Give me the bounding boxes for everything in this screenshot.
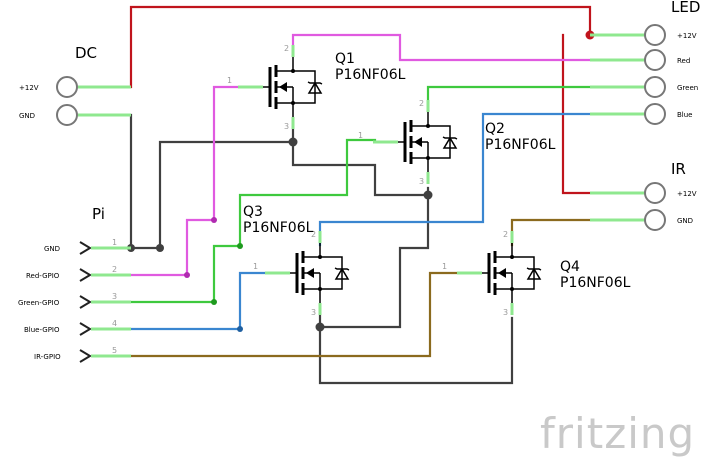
dc-header-title: DC bbox=[75, 44, 97, 62]
dc-pin-label-gnd: GND bbox=[19, 112, 35, 120]
pi-pin-arrow-2[interactable] bbox=[79, 268, 92, 282]
pi-pin-row: GND Red-GPIO Green-GPIO Blue-GPIO IR-GPI… bbox=[18, 245, 61, 361]
led-pin-label-12v: +12V bbox=[677, 32, 697, 40]
dc-pin-label-12v: +12V bbox=[19, 84, 39, 92]
wire-ir-gnd bbox=[510, 218, 657, 247]
wire-blue-led bbox=[318, 112, 657, 247]
pi-pin-arrow-3[interactable] bbox=[79, 295, 92, 309]
q4-source-pin-mark: 3 bbox=[503, 308, 508, 317]
pi-pin-arrow-4[interactable] bbox=[79, 322, 92, 336]
q3-ref-label: Q3 bbox=[243, 204, 263, 220]
junction-ground-q2 bbox=[423, 190, 433, 200]
q4-gate-pin-mark: 1 bbox=[442, 262, 447, 271]
led-connector: LED +12V Red Green Blue bbox=[590, 0, 700, 125]
led-pin-green-terminal[interactable] bbox=[644, 76, 666, 98]
q3-source-pin-mark: 3 bbox=[311, 308, 316, 317]
pi-pin-leads bbox=[91, 246, 131, 358]
q1-model-label: P16NF06L bbox=[335, 67, 406, 83]
wire-ground-q1 bbox=[291, 123, 430, 197]
transistor-q4[interactable]: 1 2 3 Q4 P16NF06L bbox=[442, 229, 631, 317]
q4-ref-label: Q4 bbox=[560, 259, 580, 275]
pi-pin-label-blue: Blue-GPIO bbox=[24, 326, 60, 334]
pi-pin-label-ir: IR-GPIO bbox=[34, 353, 61, 361]
junction-ground-pi-2 bbox=[156, 244, 164, 252]
led-pin-label-green: Green bbox=[677, 84, 698, 92]
junction-green bbox=[211, 299, 217, 305]
dc-connector: DC +12V GND bbox=[19, 44, 131, 126]
q1-source-pin-mark: 3 bbox=[284, 122, 289, 131]
q4-model-label: P16NF06L bbox=[560, 275, 631, 291]
pi-pin-arrow-1[interactable] bbox=[79, 241, 92, 255]
junction-red-2 bbox=[211, 217, 217, 223]
q2-drain-pin-mark: 2 bbox=[419, 99, 424, 108]
transistor-q1[interactable]: 1 2 3 Q1 P16NF06L bbox=[227, 43, 406, 131]
junction-green-2 bbox=[237, 243, 243, 249]
q4-drain-pin-mark: 2 bbox=[503, 230, 508, 239]
ir-connector: IR +12V GND bbox=[590, 160, 697, 231]
ir-header-title: IR bbox=[671, 160, 686, 178]
pi-pin-label-green: Green-GPIO bbox=[18, 299, 60, 307]
pi-pin-number-2: 2 bbox=[112, 265, 117, 274]
pi-pin-arrow-5[interactable] bbox=[79, 349, 92, 363]
pi-pin-label-red: Red-GPIO bbox=[26, 272, 60, 280]
junction-ground-q3 bbox=[315, 322, 325, 332]
transistor-q2[interactable]: 1 2 3 Q2 P16NF06L bbox=[358, 98, 556, 186]
pi-pin-label-gnd: GND bbox=[44, 245, 60, 253]
wires bbox=[102, 5, 657, 385]
led-pin-red-terminal[interactable] bbox=[644, 49, 666, 71]
wire-blue-gpio bbox=[102, 271, 270, 331]
wire-ir-gpio bbox=[102, 271, 462, 358]
wire-red-led bbox=[291, 33, 657, 62]
pi-pin-number-3: 3 bbox=[112, 292, 117, 301]
pi-connector: Pi GND Red-GPIO Green-GPIO Blue-GPIO IR-… bbox=[18, 205, 131, 363]
ir-pin-12v-terminal[interactable] bbox=[644, 182, 666, 204]
pi-pin-number-1: 1 bbox=[112, 238, 117, 247]
led-pin-blue-terminal[interactable] bbox=[644, 103, 666, 125]
fritzing-logo: fritzing bbox=[540, 409, 695, 458]
q1-drain-pin-mark: 2 bbox=[284, 44, 289, 53]
wire-ground-q3 bbox=[318, 313, 514, 385]
wire-power-12v bbox=[129, 5, 592, 89]
ir-pin-label-12v: +12V bbox=[677, 190, 697, 198]
junction-ground-q1 bbox=[288, 137, 298, 147]
q3-gate-pin-mark: 1 bbox=[253, 262, 258, 271]
pi-pin-arrows bbox=[79, 241, 92, 363]
led-pin-12v-terminal[interactable] bbox=[644, 24, 666, 46]
q2-source-pin-mark: 3 bbox=[419, 177, 424, 186]
q3-model-label: P16NF06L bbox=[243, 220, 314, 236]
q2-gate-pin-mark: 1 bbox=[358, 131, 363, 140]
dc-pin-12v-terminal[interactable] bbox=[56, 76, 78, 98]
ir-pin-label-gnd: GND bbox=[677, 217, 693, 225]
wire-ground-q2 bbox=[318, 186, 430, 329]
q2-model-label: P16NF06L bbox=[485, 137, 556, 153]
pi-pin-number-5: 5 bbox=[112, 346, 117, 355]
q2-ref-label: Q2 bbox=[485, 121, 505, 137]
led-header-title: LED bbox=[671, 0, 700, 16]
dc-pin-gnd-terminal[interactable] bbox=[56, 104, 78, 126]
led-pin-label-blue: Blue bbox=[677, 111, 693, 119]
junction-blue bbox=[237, 326, 243, 332]
led-pin-label-red: Red bbox=[677, 57, 690, 65]
pi-pin-number-4: 4 bbox=[112, 319, 117, 328]
ir-pin-gnd-terminal[interactable] bbox=[644, 209, 666, 231]
wire-red-gpio bbox=[102, 85, 245, 277]
transistor-q3[interactable]: 1 2 3 Q3 P16NF06L bbox=[243, 204, 351, 317]
q1-ref-label: Q1 bbox=[335, 51, 355, 67]
wire-green-led bbox=[426, 85, 657, 104]
pi-pin-numbers: 1 2 3 4 5 bbox=[112, 238, 117, 355]
pi-header-title: Pi bbox=[92, 205, 105, 223]
junction-red bbox=[184, 272, 190, 278]
q3-drain-pin-mark: 2 bbox=[311, 230, 316, 239]
q1-gate-pin-mark: 1 bbox=[227, 76, 232, 85]
wire-green-gpio bbox=[102, 138, 377, 304]
